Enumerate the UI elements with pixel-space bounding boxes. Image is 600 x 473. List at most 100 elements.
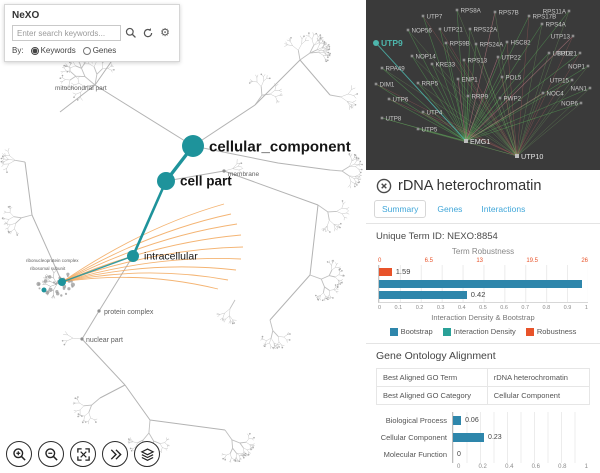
radio-keywords[interactable] (30, 46, 39, 55)
term-node-cell-part[interactable] (157, 172, 175, 190)
gene-label[interactable]: RPS8A (461, 8, 482, 15)
gene-node[interactable] (540, 22, 544, 26)
gene-label[interactable]: RPS11A (543, 9, 567, 16)
gene-label[interactable]: RPA49 (386, 66, 406, 73)
gene-node[interactable] (474, 42, 478, 46)
gene-label[interactable]: RRP5 (422, 81, 439, 88)
gene-node[interactable] (527, 14, 531, 18)
gene-node[interactable] (455, 8, 459, 12)
term-label-intracellular[interactable]: intracellular (144, 251, 198, 263)
gene-label[interactable]: RRP9 (472, 94, 489, 101)
gene-label[interactable]: NOP1 (568, 64, 585, 71)
gene-node[interactable] (578, 51, 582, 55)
tab-summary[interactable]: Summary (374, 200, 427, 218)
gene-node[interactable] (586, 64, 590, 68)
tree-label[interactable]: protein complex (104, 309, 154, 316)
gene-label[interactable]: DIM1 (380, 82, 395, 89)
gene-label[interactable]: UTP22 (502, 55, 522, 62)
layers-button[interactable] (134, 441, 160, 467)
gene-label-hub[interactable]: UTP10 (521, 152, 543, 161)
cluster-term-node[interactable] (41, 287, 47, 293)
gene-node[interactable] (406, 28, 410, 32)
gene-node[interactable] (505, 40, 509, 44)
fit-screen-button[interactable] (70, 441, 96, 467)
gene-node[interactable] (571, 34, 575, 38)
search-by-keywords[interactable]: Keywords (30, 46, 76, 55)
term-label-cellular-component[interactable]: cellular_component (209, 138, 351, 155)
gene-node[interactable] (567, 9, 571, 13)
tree-label[interactable]: ribonucleoprotein complex (26, 258, 79, 263)
gene-node[interactable] (416, 81, 420, 85)
gene-label[interactable]: BUD21 (557, 51, 578, 58)
gene-label[interactable]: KRE33 (436, 62, 456, 69)
zoom-out-button[interactable] (38, 441, 64, 467)
search-icon[interactable] (124, 26, 138, 40)
search-input[interactable] (12, 25, 121, 41)
gene-label-highlight[interactable]: UTP9 (381, 38, 403, 48)
gene-label[interactable]: RPS17B (533, 14, 557, 21)
gene-label[interactable]: RPS4A (546, 22, 567, 29)
tab-interactions[interactable]: Interactions (481, 204, 526, 214)
gene-node[interactable] (466, 94, 470, 98)
gene-label[interactable]: NOP14 (416, 54, 437, 61)
gene-node[interactable] (500, 75, 504, 79)
gene-label[interactable]: UTP7 (427, 14, 443, 21)
gene-label[interactable]: UTP18 (553, 51, 573, 58)
gene-label[interactable]: NAN1 (570, 86, 587, 93)
gene-node[interactable] (416, 127, 420, 131)
gene-node[interactable] (410, 54, 414, 58)
gene-node[interactable] (421, 14, 425, 18)
gene-label[interactable]: NOP6 (561, 101, 578, 108)
gene-label[interactable]: POL5 (506, 75, 522, 82)
term-node-cellular-component[interactable] (182, 135, 204, 157)
gene-node[interactable] (380, 116, 384, 120)
gene-node-hub[interactable] (464, 139, 468, 143)
gene-node[interactable] (588, 86, 592, 90)
gene-node-hub[interactable] (515, 154, 519, 158)
gene-label[interactable]: UTP21 (444, 27, 464, 34)
gene-label[interactable]: UTP13 (551, 34, 571, 41)
gene-label[interactable]: RPS9B (450, 41, 470, 48)
gene-label[interactable]: HSC82 (511, 40, 532, 47)
expand-button[interactable] (102, 441, 128, 467)
term-label-cell-part[interactable]: cell part (180, 174, 232, 189)
radio-genes[interactable] (82, 46, 91, 55)
gene-node[interactable] (541, 91, 545, 95)
gene-label[interactable]: RPS7B (499, 10, 519, 17)
gene-node[interactable] (579, 101, 583, 105)
gene-node[interactable] (468, 27, 472, 31)
reset-icon[interactable] (141, 26, 155, 40)
gene-label[interactable]: PWP2 (504, 96, 522, 103)
search-by-genes[interactable]: Genes (82, 46, 116, 55)
settings-icon[interactable]: ⚙ (160, 26, 170, 39)
gene-label[interactable]: UTP4 (427, 110, 443, 117)
tab-genes[interactable]: Genes (437, 204, 463, 214)
gene-node[interactable] (496, 55, 500, 59)
gene-label[interactable]: RPS24A (480, 42, 505, 49)
gene-node[interactable] (380, 66, 384, 70)
gene-node[interactable] (374, 82, 378, 86)
gene-label[interactable]: UTP15 (550, 78, 570, 85)
gene-label[interactable]: ENP1 (462, 77, 479, 84)
gene-label[interactable]: UTP5 (422, 127, 438, 134)
gene-label[interactable]: UTP8 (386, 116, 402, 123)
gene-label[interactable]: NOP56 (412, 28, 433, 35)
cluster-term-node[interactable] (58, 278, 66, 286)
gene-node[interactable] (570, 78, 574, 82)
tree-label[interactable]: mitochondrial part (55, 85, 107, 92)
gene-node[interactable] (493, 10, 497, 14)
close-icon[interactable] (376, 178, 392, 194)
gene-node[interactable] (387, 97, 391, 101)
gene-node[interactable] (430, 62, 434, 66)
gene-node[interactable] (498, 96, 502, 100)
gene-node[interactable] (421, 110, 425, 114)
gene-node[interactable] (547, 51, 551, 55)
tree-label[interactable]: ribosomal subunit (30, 266, 66, 271)
gene-node[interactable] (438, 27, 442, 31)
zoom-in-button[interactable] (6, 441, 32, 467)
gene-node[interactable] (444, 41, 448, 45)
gene-node[interactable] (462, 58, 466, 62)
gene-label-hub[interactable]: EMG1 (470, 137, 490, 146)
